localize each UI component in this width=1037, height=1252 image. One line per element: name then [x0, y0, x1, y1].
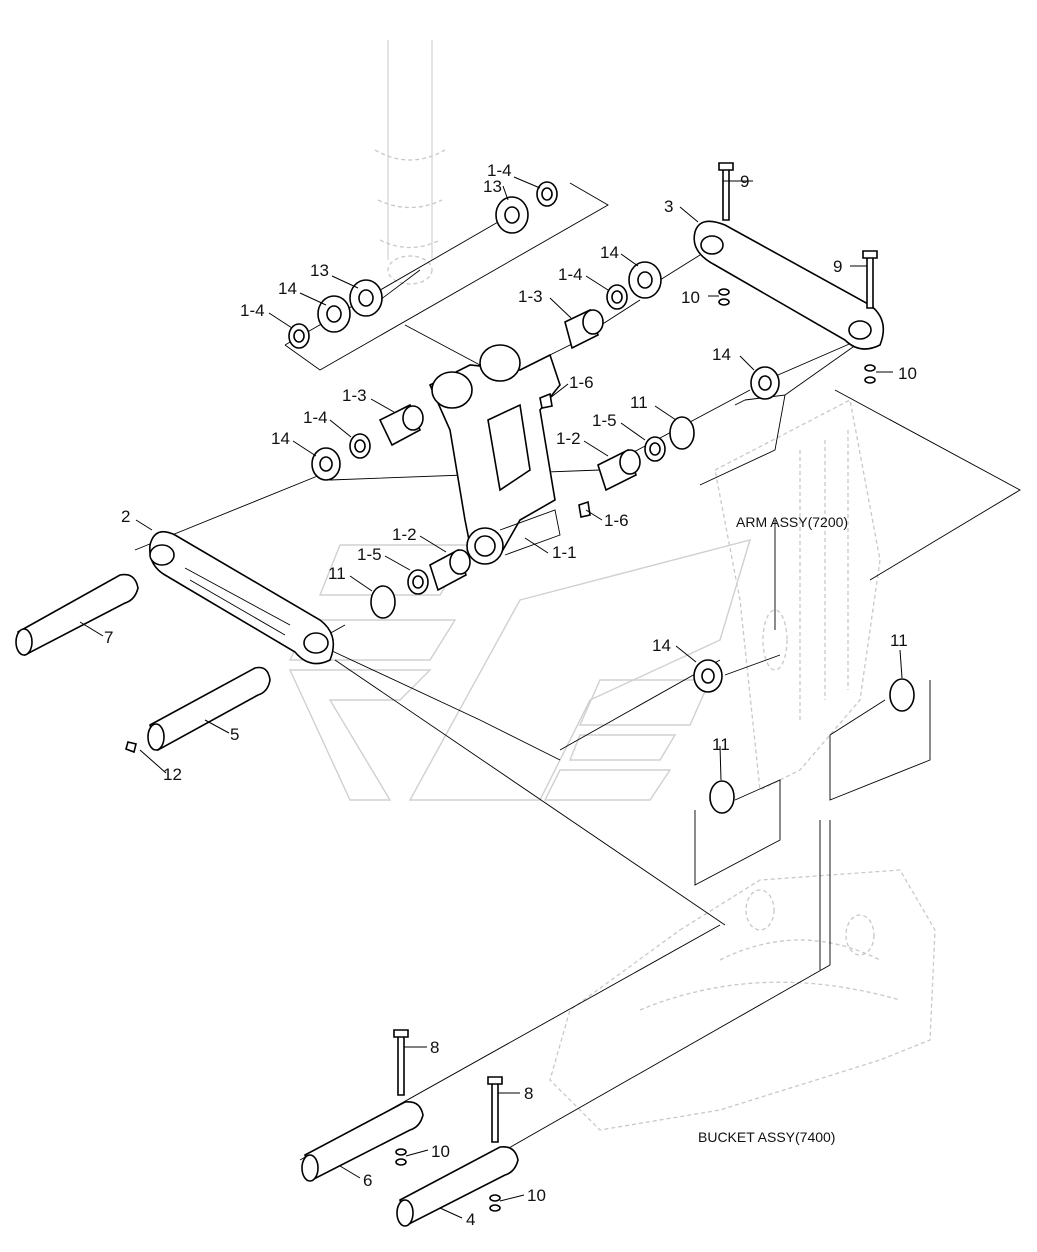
link-1-1 — [428, 344, 561, 565]
callout-1-1: 1-1 — [552, 543, 577, 562]
assembly-captions: ARM ASSY(7200) BUCKET ASSY(7400) — [698, 514, 848, 1145]
callout-9-top: 9 — [740, 172, 749, 191]
callout-14-upper-mid: 14 — [600, 243, 619, 262]
callout-11-upper: 11 — [630, 393, 648, 412]
callout-11-right: 11 — [890, 631, 908, 650]
callout-leaders — [79, 176, 903, 1219]
callout-14-right: 14 — [712, 345, 731, 364]
o-rings — [370, 416, 915, 814]
callout-5: 5 — [230, 725, 239, 744]
callout-3: 3 — [664, 197, 673, 216]
callout-labels: 1-4 13 13 14 1-4 14 1-4 1-3 1-6 1-3 1-4 … — [104, 161, 917, 1229]
watermark-logo — [288, 539, 752, 801]
ghost-arm — [714, 399, 881, 792]
callout-9-right: 9 — [833, 257, 842, 276]
callout-14-left: 14 — [278, 279, 297, 298]
arm-assy-caption: ARM ASSY(7200) — [736, 514, 848, 530]
callout-10-right: 10 — [898, 364, 917, 383]
callout-13-mid: 13 — [310, 261, 329, 280]
callout-1-4-left: 1-4 — [240, 301, 265, 320]
callout-1-3-upper: 1-3 — [518, 287, 543, 306]
callout-12: 12 — [163, 765, 182, 784]
callout-1-4-mid: 1-4 — [558, 265, 583, 284]
callout-1-2-lower: 1-2 — [392, 525, 417, 544]
callout-1-6-lower: 1-6 — [604, 511, 629, 530]
callout-7: 7 — [104, 628, 113, 647]
callout-1-2-upper: 1-2 — [556, 429, 581, 448]
callout-1-4-top: 1-4 — [487, 161, 512, 180]
callout-1-3-lower: 1-3 — [342, 386, 367, 405]
callout-10-bottom-left: 10 — [431, 1142, 450, 1161]
callout-8-right: 8 — [524, 1084, 533, 1103]
callout-10-upper: 10 — [681, 288, 700, 307]
link-2 — [148, 530, 335, 665]
callout-2: 2 — [121, 507, 130, 526]
callout-14-lower-left: 14 — [271, 429, 290, 448]
bucket-assy-caption: BUCKET ASSY(7400) — [698, 1129, 835, 1145]
callout-8-left: 8 — [430, 1038, 439, 1057]
callout-14-center: 14 — [652, 636, 671, 655]
callout-4: 4 — [466, 1210, 475, 1229]
callout-13-top: 13 — [483, 177, 502, 196]
callout-6: 6 — [363, 1171, 372, 1190]
callout-11-center: 11 — [712, 735, 730, 754]
callout-1-5-lower: 1-5 — [357, 545, 382, 564]
callout-1-6-upper: 1-6 — [569, 373, 594, 392]
callout-1-4-lower: 1-4 — [303, 408, 328, 427]
ghost-bucket — [549, 869, 936, 1131]
callout-11-left: 11 — [328, 564, 346, 583]
ghost-cylinder — [374, 40, 446, 285]
link-3 — [693, 220, 885, 350]
callout-10-bottom-right: 10 — [527, 1186, 546, 1205]
fasteners — [125, 162, 878, 1212]
pins — [15, 573, 519, 1227]
callout-1-5-upper: 1-5 — [592, 411, 617, 430]
